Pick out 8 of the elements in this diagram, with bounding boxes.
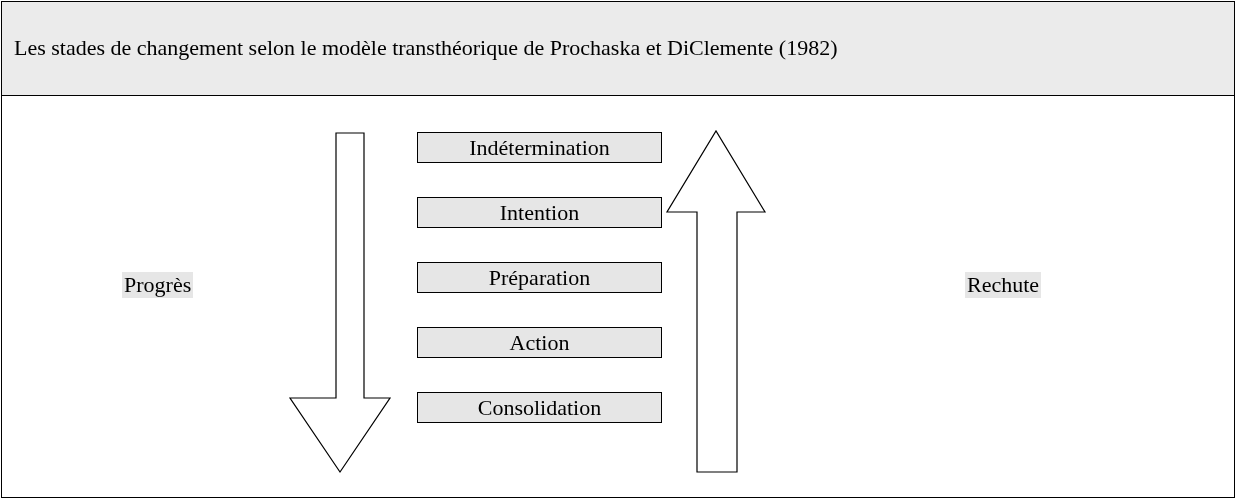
side-label: Progrès — [122, 272, 194, 298]
stage-box: Intention — [417, 197, 662, 228]
side-label: Rechute — [965, 272, 1042, 298]
stage-box: Indétermination — [417, 132, 662, 163]
stage-box: Préparation — [417, 262, 662, 293]
stage-box: Action — [417, 327, 662, 358]
stage-box: Consolidation — [417, 392, 662, 423]
diagram-title: Les stades de changement selon le modèle transthéorique de Prochaska et DiClemente (1982) — [14, 35, 838, 61]
